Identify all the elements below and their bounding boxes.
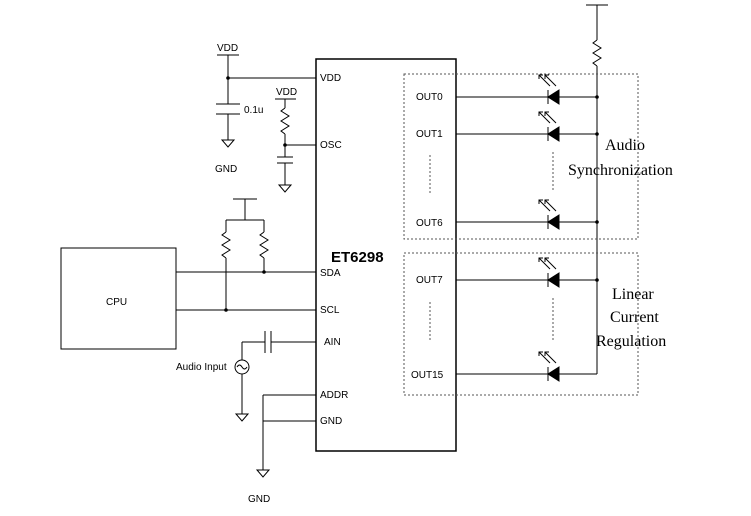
gnd-bottom-symbol	[255, 469, 271, 478]
pin-out7-label: OUT7	[416, 275, 443, 286]
pin-addr-label: ADDR	[320, 390, 348, 401]
pin-out6-label: OUT6	[416, 218, 443, 229]
pin-out0-label: OUT0	[416, 92, 443, 103]
cpu-label: CPU	[106, 297, 127, 308]
chip-body	[315, 58, 457, 452]
junction-out7	[595, 278, 599, 282]
pin-out1-label: OUT1	[416, 129, 443, 140]
junction-scl	[224, 308, 228, 312]
audio-sync-title-line1: Audio	[605, 137, 645, 154]
cpu-block	[60, 247, 177, 350]
gnd-cap-symbol	[220, 139, 236, 148]
pullup-resistor-scl	[221, 231, 231, 259]
vdd-top-label: VDD	[217, 43, 238, 54]
junction-out1	[595, 132, 599, 136]
audio-input-label: Audio Input	[176, 362, 227, 373]
linear-regulation-group	[403, 252, 639, 396]
audio-source-wave	[236, 364, 248, 370]
linear-title-line1: Linear	[612, 286, 654, 303]
led-out15	[538, 351, 560, 382]
linear-title-line2: Current	[610, 309, 659, 326]
led-out1	[538, 111, 560, 142]
audio-sync-title-line2: Synchronization	[568, 162, 673, 179]
vdd-osc-label: VDD	[276, 87, 297, 98]
osc-resistor	[280, 107, 290, 135]
junction-out0	[595, 95, 599, 99]
junction-vdd	[226, 76, 230, 80]
pin-sda-label: SDA	[320, 268, 341, 279]
led-out7	[538, 257, 560, 288]
cap-value-label: 0.1u	[244, 105, 263, 116]
chip-name: ET6298	[331, 249, 384, 266]
junction-sda	[262, 270, 266, 274]
junction-out6	[595, 220, 599, 224]
pin-ain-label: AIN	[324, 337, 341, 348]
pin-out15-label: OUT15	[411, 370, 444, 381]
gnd-bottom-label: GND	[248, 494, 270, 505]
pullup-resistor-sda	[259, 231, 269, 259]
led-out0	[538, 74, 560, 105]
junction-osc	[283, 143, 287, 147]
gnd-osc-symbol	[277, 184, 293, 193]
audio-sync-group	[403, 73, 639, 240]
gnd-audio-symbol	[234, 413, 250, 422]
pin-osc-label: OSC	[320, 140, 342, 151]
pin-scl-label: SCL	[320, 305, 340, 316]
linear-title-line3: Regulation	[596, 333, 666, 350]
led-supply-resistor	[592, 39, 602, 67]
gnd-cap-label: GND	[215, 164, 237, 175]
led-out6	[538, 199, 560, 230]
pin-vdd-label: VDD	[320, 73, 341, 84]
pin-gnd-label: GND	[320, 416, 342, 427]
